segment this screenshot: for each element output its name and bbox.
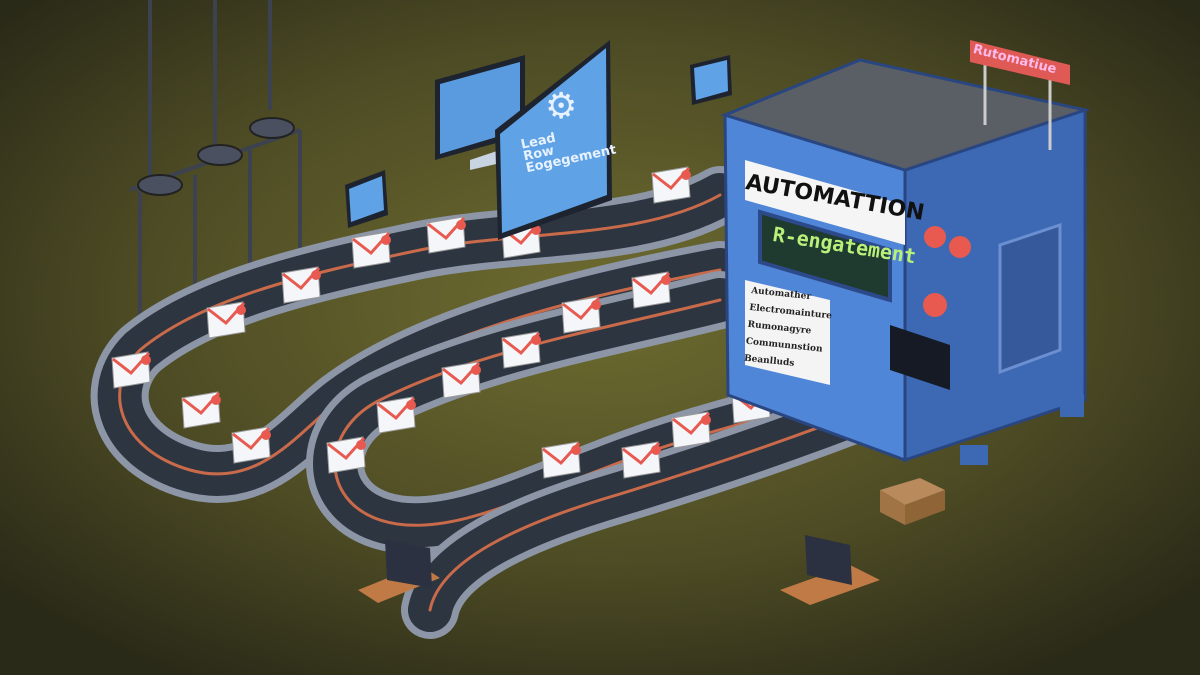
automation-machine — [720, 58, 1091, 465]
envelope-icon — [181, 391, 221, 429]
envelope-icon — [281, 266, 321, 304]
envelope-icon — [501, 331, 541, 369]
envelope-icon — [541, 441, 581, 479]
envelope-icon — [441, 361, 481, 399]
envelope-icon — [206, 301, 246, 339]
envelope-icon — [561, 296, 601, 334]
envelope-icon — [351, 231, 391, 269]
sign — [970, 40, 1070, 150]
laptop-desk — [358, 535, 880, 605]
envelope-icon — [376, 396, 416, 434]
envelope-icon — [621, 441, 661, 479]
envelope-icon — [111, 351, 151, 389]
envelope-icon — [231, 426, 271, 464]
envelope-icon — [326, 436, 366, 474]
envelope-icon — [426, 216, 466, 254]
red-button — [949, 236, 971, 258]
envelope-icon — [651, 166, 691, 204]
monitor-small — [345, 55, 732, 228]
red-button — [924, 226, 946, 248]
cardboard-box — [880, 478, 945, 525]
machine-panel: Automather Electromainture Rumonagyre Co… — [743, 283, 834, 376]
pulley-wheels — [137, 117, 295, 196]
monitor-right: ⚙ — [495, 40, 612, 240]
envelope-icon — [631, 271, 671, 309]
red-button — [923, 293, 947, 317]
gear-icon: ⚙ — [545, 86, 577, 127]
envelope-icon — [671, 411, 711, 449]
